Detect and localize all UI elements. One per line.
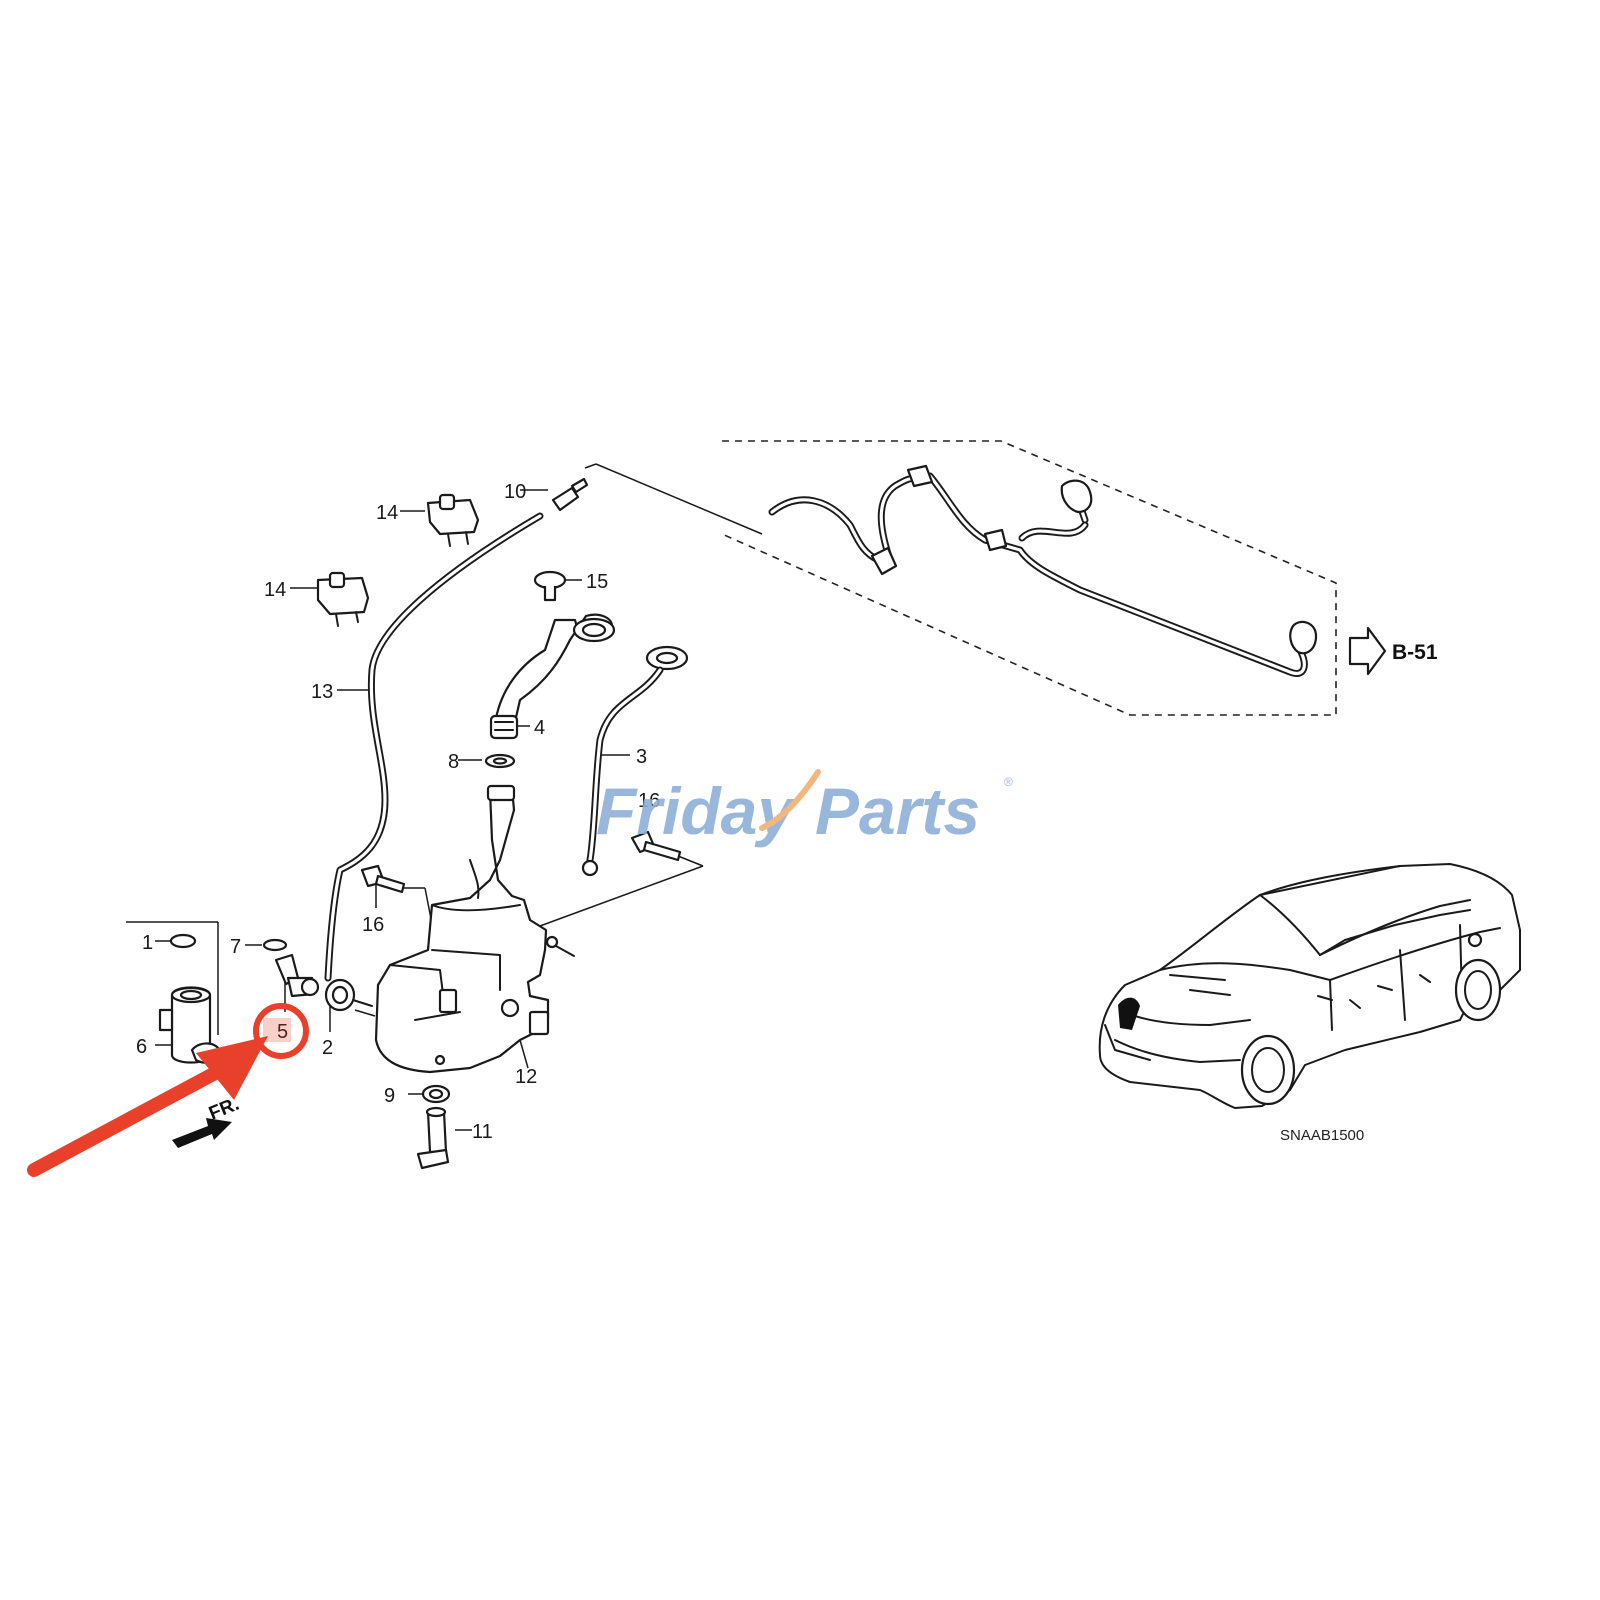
callout-3: 3 [636,746,647,768]
diagram-code: SNAAB1500 [1280,1127,1364,1144]
callout-16-lower: 16 [362,914,384,936]
bolt-lower [360,864,406,894]
washer-tank [374,784,575,1074]
watermark-swoosh [759,769,821,831]
highlight-arrow-head [196,1036,268,1100]
watermark-registered: ® [1004,775,1013,789]
callout-7: 7 [230,936,241,958]
callout-8: 8 [448,751,459,773]
routed-hoses [768,472,1308,677]
callout-2: 2 [322,1037,333,1059]
callout-15: 15 [586,571,608,593]
level-switch [274,953,320,998]
callout-4: 4 [534,717,545,739]
watermark: Friday Parts ® [596,769,1013,848]
washer-8 [484,753,516,769]
callout-14-lower: 14 [264,579,286,601]
front-direction-label: FR. [206,1094,242,1125]
callout-13: 13 [311,681,333,703]
check-valve [551,477,589,512]
hose-routing-region [721,440,1337,716]
hose-clip-upper [426,493,480,547]
callout-1: 1 [142,932,153,954]
callout-11: 11 [472,1121,493,1143]
callout-10: 10 [504,481,526,503]
level-gauge [581,645,689,877]
highlight-circle [253,1003,309,1059]
nozzles [870,464,1318,655]
watermark-parts: Parts [815,774,980,848]
grommet-9 [421,1084,451,1104]
reference-arrow [1348,626,1387,676]
callout-6: 6 [136,1036,147,1058]
callout-12: 12 [515,1066,537,1088]
callout-9: 9 [384,1085,395,1107]
grommet [324,978,373,1012]
filler-neck [489,613,616,740]
front-direction-arrow: FR. [172,1094,242,1148]
highlight-fill [263,1018,291,1042]
callout-5: 5 [277,1021,288,1043]
washer-motor [416,1106,450,1170]
callout-14-upper: 14 [376,502,398,524]
bolt-upper [630,830,682,862]
pump-seal [169,933,197,949]
callout-16-upper: 16 [638,790,660,812]
highlight-arrow-shaft [27,1057,239,1177]
watermark-friday: Friday [596,774,797,848]
filler-cap [533,570,567,602]
washer-hose-13 [324,512,544,982]
washer-pump [158,986,222,1064]
hose-clip-lower [316,571,370,627]
highlight-marker [27,1003,309,1177]
car-illustration [1098,863,1521,1109]
reference-label: B-51 [1392,641,1438,664]
seal [262,938,288,952]
callout-numbers: 1 2 3 4 5 6 7 8 9 10 11 12 13 14 14 15 1… [136,481,660,1143]
